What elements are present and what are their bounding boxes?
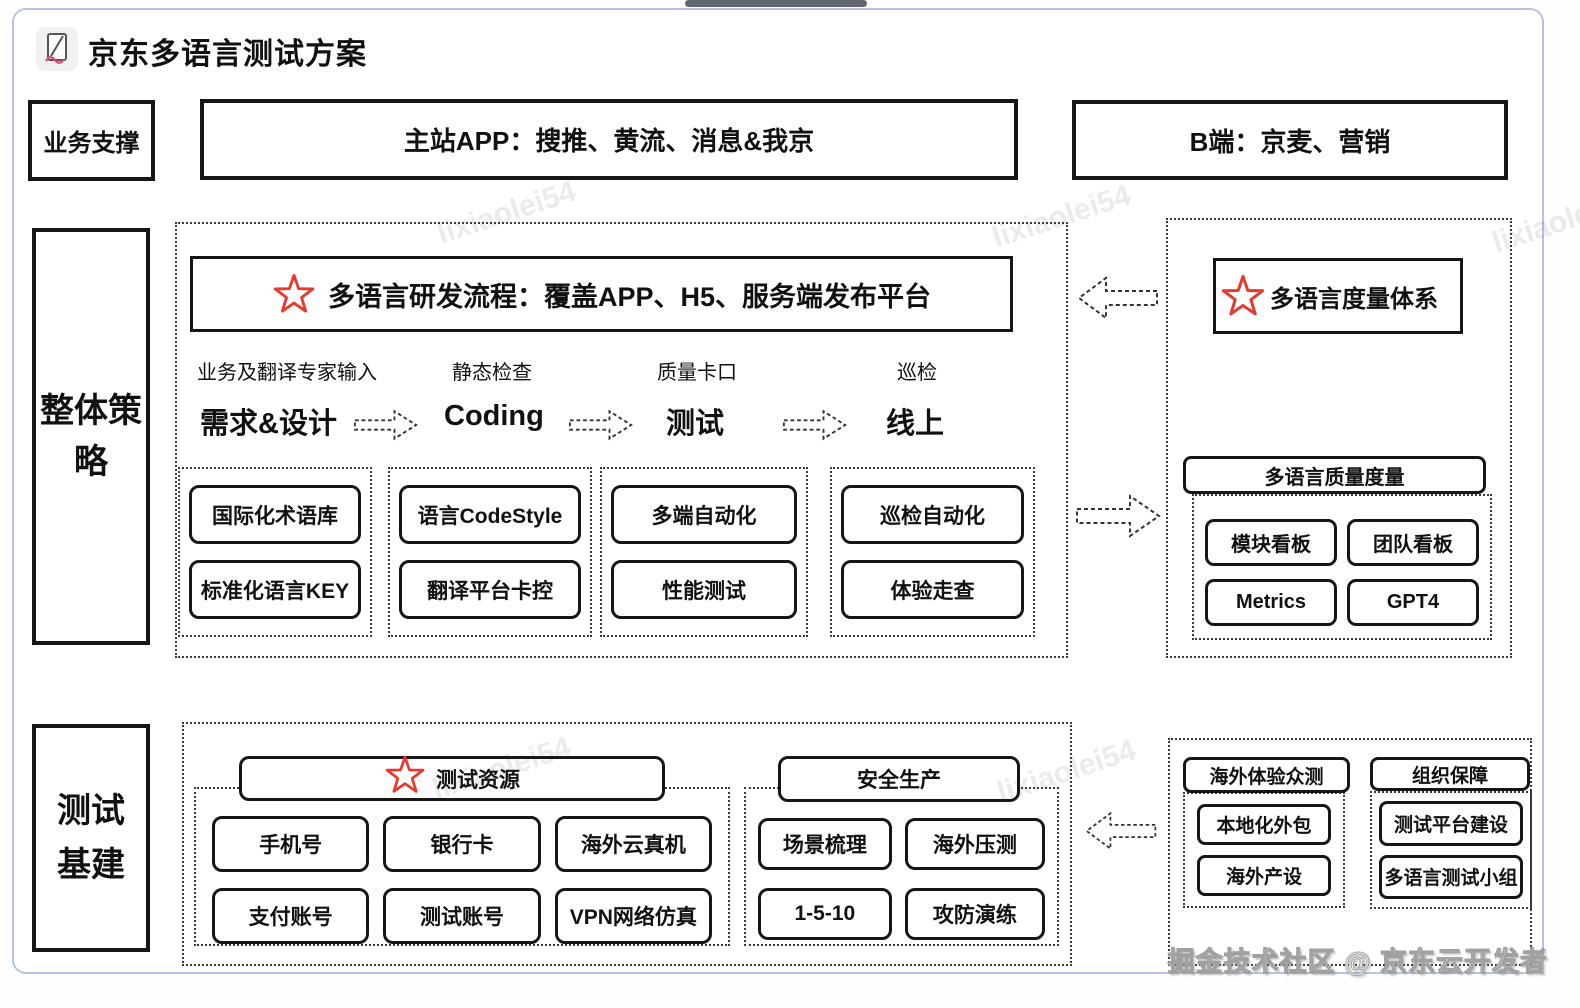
page-title: 京东多语言测试方案	[88, 38, 367, 71]
top-overlay-bar	[685, 0, 867, 7]
group-automation: 多端自动化 性能测试	[600, 467, 808, 637]
group-item: 语言CodeStyle	[399, 485, 581, 544]
resource-item: 手机号	[212, 816, 370, 872]
stage-label-quality-gate: 质量卡口	[657, 362, 737, 384]
guarantee-item: 测试平台建设	[1379, 801, 1523, 846]
metrics-container	[1166, 218, 1512, 658]
resource-item: 支付账号	[212, 888, 370, 944]
process-header-box: 多语言研发流程：覆盖APP、H5、服务端发布平台	[190, 256, 1013, 332]
organization-items: 测试平台建设 多语言测试小组	[1370, 791, 1532, 909]
guarantee-item: 多语言测试小组	[1379, 854, 1523, 899]
metrics-header-label: 多语言度量体系	[1270, 285, 1438, 313]
strategy-label-box: 整体策略	[32, 228, 150, 645]
infra-container	[182, 722, 1072, 966]
flow-step-coding: Coding	[444, 400, 544, 432]
resources-items: 手机号 银行卡 海外云真机 支付账号 测试账号 VPN网络仿真	[194, 787, 730, 946]
resource-item: 海外云真机	[554, 816, 712, 872]
guarantee-item: 本地化外包	[1197, 804, 1331, 845]
main-app-box: 主站APP：搜推、黄流、消息&我京	[200, 99, 1018, 180]
group-item: 标准化语言KEY	[189, 560, 361, 619]
organization-header: 组织保障	[1370, 757, 1530, 791]
process-container	[175, 222, 1068, 658]
resource-item: VPN网络仿真	[554, 888, 712, 944]
arrow-left-icon	[1077, 276, 1158, 320]
metric-item: Metrics	[1205, 579, 1337, 626]
group-codestyle: 语言CodeStyle 翻译平台卡控	[388, 467, 592, 637]
group-item: 性能测试	[611, 560, 797, 619]
flow-arrow-icon	[568, 409, 633, 441]
footer-watermark: 掘金技术社区 @ 京东云开发者	[1167, 947, 1548, 978]
group-item: 翻译平台卡控	[399, 560, 581, 619]
metric-item: GPT4	[1347, 579, 1479, 626]
overseas-crowdtest-items: 本地化外包 海外产设	[1183, 792, 1345, 908]
quality-metrics-items: 模块看板 团队看板 Metrics GPT4	[1192, 494, 1492, 640]
resource-item: 测试账号	[383, 888, 541, 944]
flow-step-design: 需求&设计	[200, 408, 337, 440]
security-item: 场景梳理	[758, 818, 892, 870]
group-item: 多端自动化	[611, 485, 797, 544]
group-terminology: 国际化术语库 标准化语言KEY	[178, 467, 372, 637]
metric-item: 模块看板	[1205, 519, 1337, 566]
quality-metrics-header: 多语言质量度量	[1183, 456, 1486, 494]
flow-step-testing: 测试	[666, 408, 725, 440]
process-header-label: 多语言研发流程：覆盖APP、H5、服务端发布平台	[327, 281, 932, 312]
star-icon	[272, 272, 316, 316]
resources-header-box: 测试资源	[239, 754, 665, 801]
stage-label-input: 业务及翻译专家输入	[197, 362, 377, 384]
business-support-box: 业务支撑	[28, 100, 155, 181]
overseas-crowdtest-header: 海外体验众测	[1183, 757, 1350, 793]
flow-arrow-icon	[782, 409, 847, 441]
flow-step-online: 线上	[886, 408, 945, 440]
arrow-left-icon	[1085, 811, 1157, 851]
flow-arrow-icon	[353, 409, 418, 441]
security-items: 场景梳理 海外压测 1-5-10 攻防演练	[744, 787, 1059, 946]
security-item: 攻防演练	[904, 888, 1045, 940]
b-side-box: B端：京麦、营销	[1072, 100, 1508, 180]
stage-label-patrol: 巡检	[897, 362, 937, 384]
metric-item: 团队看板	[1347, 519, 1479, 566]
infra-label: 测试基建	[57, 791, 125, 884]
group-item: 国际化术语库	[189, 485, 361, 544]
stage-label-static-check: 静态检查	[452, 362, 532, 384]
group-item: 体验走查	[841, 560, 1024, 619]
group-item: 巡检自动化	[841, 485, 1024, 544]
resources-header-label: 测试资源	[436, 768, 520, 792]
star-icon	[1220, 273, 1266, 319]
security-header-box: 安全生产	[778, 756, 1020, 802]
security-item: 1-5-10	[758, 888, 892, 940]
resource-item: 银行卡	[383, 816, 541, 872]
guarantee-item: 海外产设	[1197, 855, 1331, 896]
group-patrol: 巡检自动化 体验走查	[830, 467, 1035, 637]
arrow-right-icon	[1076, 494, 1161, 538]
infra-label-box: 测试基建	[32, 724, 150, 952]
metrics-header-box: 多语言度量体系	[1213, 258, 1463, 334]
star-icon	[384, 754, 426, 796]
doc-sketch-icon	[36, 27, 78, 71]
security-item: 海外压测	[904, 818, 1045, 870]
